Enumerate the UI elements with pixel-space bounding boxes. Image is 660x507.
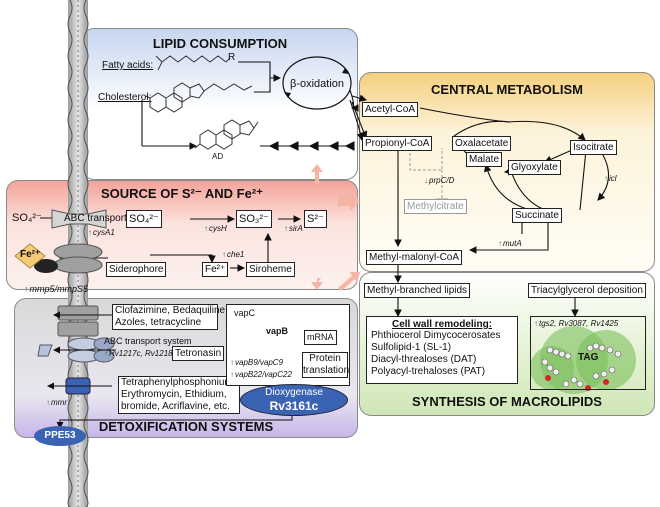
efflux-pump-1-shape (53, 305, 112, 337)
siroheme-box: Siroheme (246, 262, 295, 277)
beta-oxidation-cycle (282, 56, 352, 110)
sira-enzyme: sirA (284, 224, 303, 233)
protein-translation-box: Protein translation (302, 352, 350, 378)
icl-enzyme: icl (604, 174, 617, 183)
dioxygenase-ellipse: Dioxygenase Rv3161c (240, 384, 348, 416)
cysh-enzyme: cysH (204, 224, 227, 233)
sulfide-box: S²⁻ (304, 210, 327, 228)
fatty-acids-label: Fatty acids: (102, 60, 154, 71)
vapc-label: vapC (234, 308, 256, 318)
cell-wall-remodeling-box: Cell wall remodeling: Phthiocerol Dimyco… (366, 316, 518, 384)
methylcitrate-dashed-path (409, 148, 448, 200)
drug-line: Clofazimine, Bedaquiline (115, 305, 226, 316)
macrolipids-title: SYNTHESIS OF MACROLIPIDS (412, 394, 602, 409)
isocitrate-box: Isocitrate (570, 140, 617, 155)
protein-line: translation (303, 365, 350, 376)
cell-wall-item: Phthiocerol Dimycocerosates (371, 330, 501, 341)
iron-diamond-shape (14, 243, 46, 269)
cell-wall-item: Diacyl-threaloses (DAT) (371, 354, 477, 365)
prpcd-enzyme: prpC/D (424, 176, 454, 185)
oxalacetate-box: Oxalacetate (452, 136, 512, 151)
drug-line: Tetraphenylphosphonium (121, 377, 233, 388)
sulfite-box: SO₃²⁻ (236, 210, 272, 228)
drugs-box-2: Tetraphenylphosphonium Erythromycin, Eth… (118, 376, 240, 414)
acetyl-coa-box: Acetyl-CoA (362, 102, 419, 117)
cell-wall-title: Cell wall remodeling: (391, 319, 493, 330)
source-title: SOURCE OF S²⁻ AND Fe²⁺ (100, 186, 264, 201)
dioxygenase-line: Rv3161c (269, 399, 319, 413)
dioxygenase-line: Dioxygenase (265, 387, 323, 398)
abc-transport-system-shape (37, 337, 116, 363)
drug-line: bromide, Acriflavine, etc. (121, 401, 230, 412)
tag-lipid-droplets (530, 326, 636, 394)
vapb-label: vapB (266, 326, 289, 336)
cholesterol-label: Cholesterol: (98, 92, 152, 103)
glyoxylate-box: Glyoxylate (508, 160, 561, 175)
androstenedione-structure (194, 119, 259, 150)
fatty-acid-structure (155, 55, 231, 71)
panel-connector-arrows (311, 164, 360, 291)
tag-deposition-box: Triacylglycerol deposition (528, 283, 646, 298)
lipid-consumption-title: LIPID CONSUMPTION (152, 36, 288, 51)
r-group-label: R (228, 52, 236, 63)
iron-internal-box: Fe²⁺ (202, 262, 229, 277)
methylcitrate-box: Methylcitrate (404, 199, 467, 214)
lipid-consumption-panel (82, 28, 358, 180)
mmr-enzyme: mmr (46, 398, 67, 407)
abc-transporter-label: ABC transporter (64, 213, 136, 224)
vap-genes-enzyme: vapB9/vapC9 (230, 358, 283, 367)
abc-transport-system-label: ABC transport system (104, 336, 192, 346)
tag-genes-enzyme: tgs2, Rv3087, Rv1425 (534, 319, 618, 328)
central-metabolism-title: CENTRAL METABOLISM (431, 82, 583, 97)
drug-line: Erythromycin, Ethidium, (121, 389, 227, 400)
tag-label: TAG (578, 352, 599, 363)
cell-wall-item: Sulfolipid-1 (SL-1) (371, 342, 452, 353)
cysa1-enzyme: cysA1 (88, 228, 115, 237)
cell-wall-item: Polyacyl-trehaloses (PAT) (371, 366, 486, 377)
methylmalonyl-coa-box: Methyl-malonyl-CoA (366, 250, 463, 265)
detox-title: DETOXIFICATION SYSTEMS (98, 419, 274, 434)
methyl-branched-lipids-box: Methyl-branched lipids (364, 283, 471, 298)
abc-genes-enzyme: Rv1217c, Rv1218c (104, 349, 177, 358)
beta-oxidation-label: β-oxidation (290, 78, 345, 90)
sulfate-external-label: SO₄²⁻ (12, 212, 42, 224)
siderophore-box: Siderophore (106, 262, 167, 277)
tag-box (530, 316, 646, 390)
che1-enzyme: che1 (222, 250, 244, 259)
tetronasin-box: Tetronasin (172, 346, 225, 361)
propionyl-coa-box: Propionyl-CoA (362, 136, 433, 151)
ppe53-ellipse: PPE53 (34, 426, 86, 446)
ad-label: AD (212, 152, 224, 161)
siderophore-transporter-shape (34, 243, 103, 274)
mrna-box: mRNA (304, 330, 337, 345)
mmp5-mmps5-enzyme: mmp5/mmpS5 (24, 284, 89, 294)
vap-genes-enzyme: vapB22/vapC22 (230, 370, 292, 379)
cholesterol-structure (145, 82, 253, 113)
mmr-efflux-shape (47, 377, 112, 395)
protein-line: Protein (309, 353, 341, 364)
succinate-box: Succinate (512, 208, 562, 223)
drugs-box-1: Clofazimine, Bedaquiline Azoles, tetracy… (112, 304, 226, 330)
muta-enzyme: mutA (498, 239, 522, 248)
malate-box: Malate (466, 152, 503, 167)
lipid-arrows (141, 61, 368, 151)
sulfate-internal-box: SO₄²⁻ (126, 210, 162, 228)
iron-external-label: Fe²⁺ (20, 249, 41, 260)
drug-line: Azoles, tetracycline (115, 317, 202, 328)
